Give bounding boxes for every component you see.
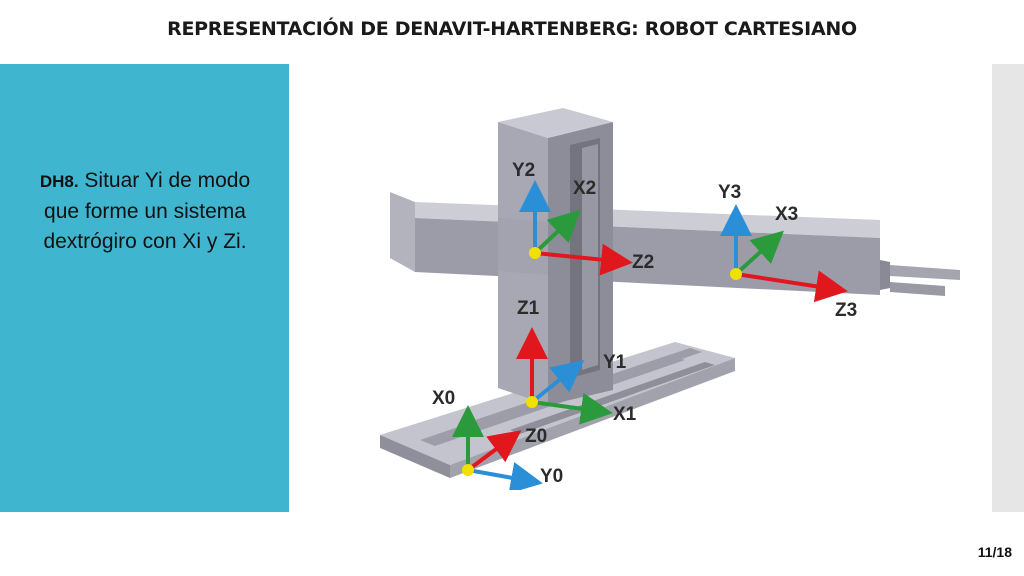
page-number: 11/18 [977,544,1012,560]
robot-figure: Y2 X2 Z2 Y3 X3 Z3 Z1 Y1 X1 X0 Z0 Y0 [370,90,970,494]
robot-diagram: Y2 X2 Z2 Y3 X3 Z3 Z1 Y1 X1 X0 Z0 Y0 [380,108,960,494]
label-x1: X1 [613,404,637,425]
x2-axis [533,209,581,255]
horizontal-beam [390,192,880,295]
frame-0 [452,405,543,494]
frame-3 [720,204,848,303]
x1-axis [531,392,613,425]
origin-2 [529,247,541,259]
label-y3: Y3 [718,182,741,203]
label-y0: Y0 [540,466,563,487]
slide-title: REPRESENTACIÓN DE DENAVIT-HARTENBERG: RO… [167,18,857,40]
side-bar [992,64,1024,512]
origin-0 [462,464,474,476]
origin-1 [526,396,538,408]
z0-axis [466,430,522,472]
panel-lead: DH8. [39,172,79,191]
y1-axis [530,359,585,404]
origin-3 [730,268,742,280]
label-z0: Z0 [525,426,547,447]
z3-axis [735,270,848,303]
frame-1 [516,327,613,425]
y0-axis [467,462,543,494]
label-z3: Z3 [835,300,857,321]
info-panel [0,64,289,512]
panel-text: DH8. Situar Yi de modo que forme un sist… [20,166,270,257]
z2-axis [534,243,633,276]
gripper [880,260,960,296]
frame-2 [519,180,633,276]
label-y1: Y1 [603,352,627,373]
label-z2: Z2 [632,252,654,273]
panel-body: Situar Yi de modo que forme un sistema d… [43,169,251,253]
label-x2: X2 [573,178,596,199]
x3-axis [734,230,784,276]
label-y2: Y2 [512,160,535,181]
label-x3: X3 [775,204,798,225]
label-x0: X0 [432,388,455,409]
label-z1: Z1 [517,298,540,319]
